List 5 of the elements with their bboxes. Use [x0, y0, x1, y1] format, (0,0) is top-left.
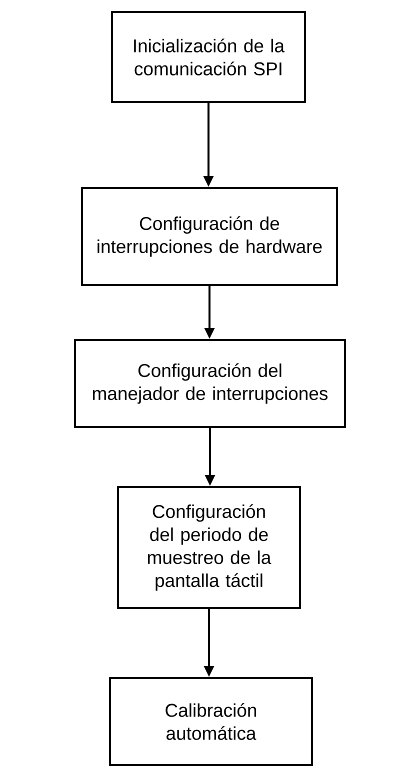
process-box: Calibración automática: [109, 677, 313, 766]
process-box: Configuración del manejador de interrupciones: [74, 339, 346, 428]
process-box: Configuración del periodo de muestreo de la pantalla táctil: [117, 486, 301, 609]
process-box: Inicialización de la comunicación SPI: [111, 11, 306, 103]
process-box: Configuración de interrupciones de hardware: [81, 187, 338, 286]
